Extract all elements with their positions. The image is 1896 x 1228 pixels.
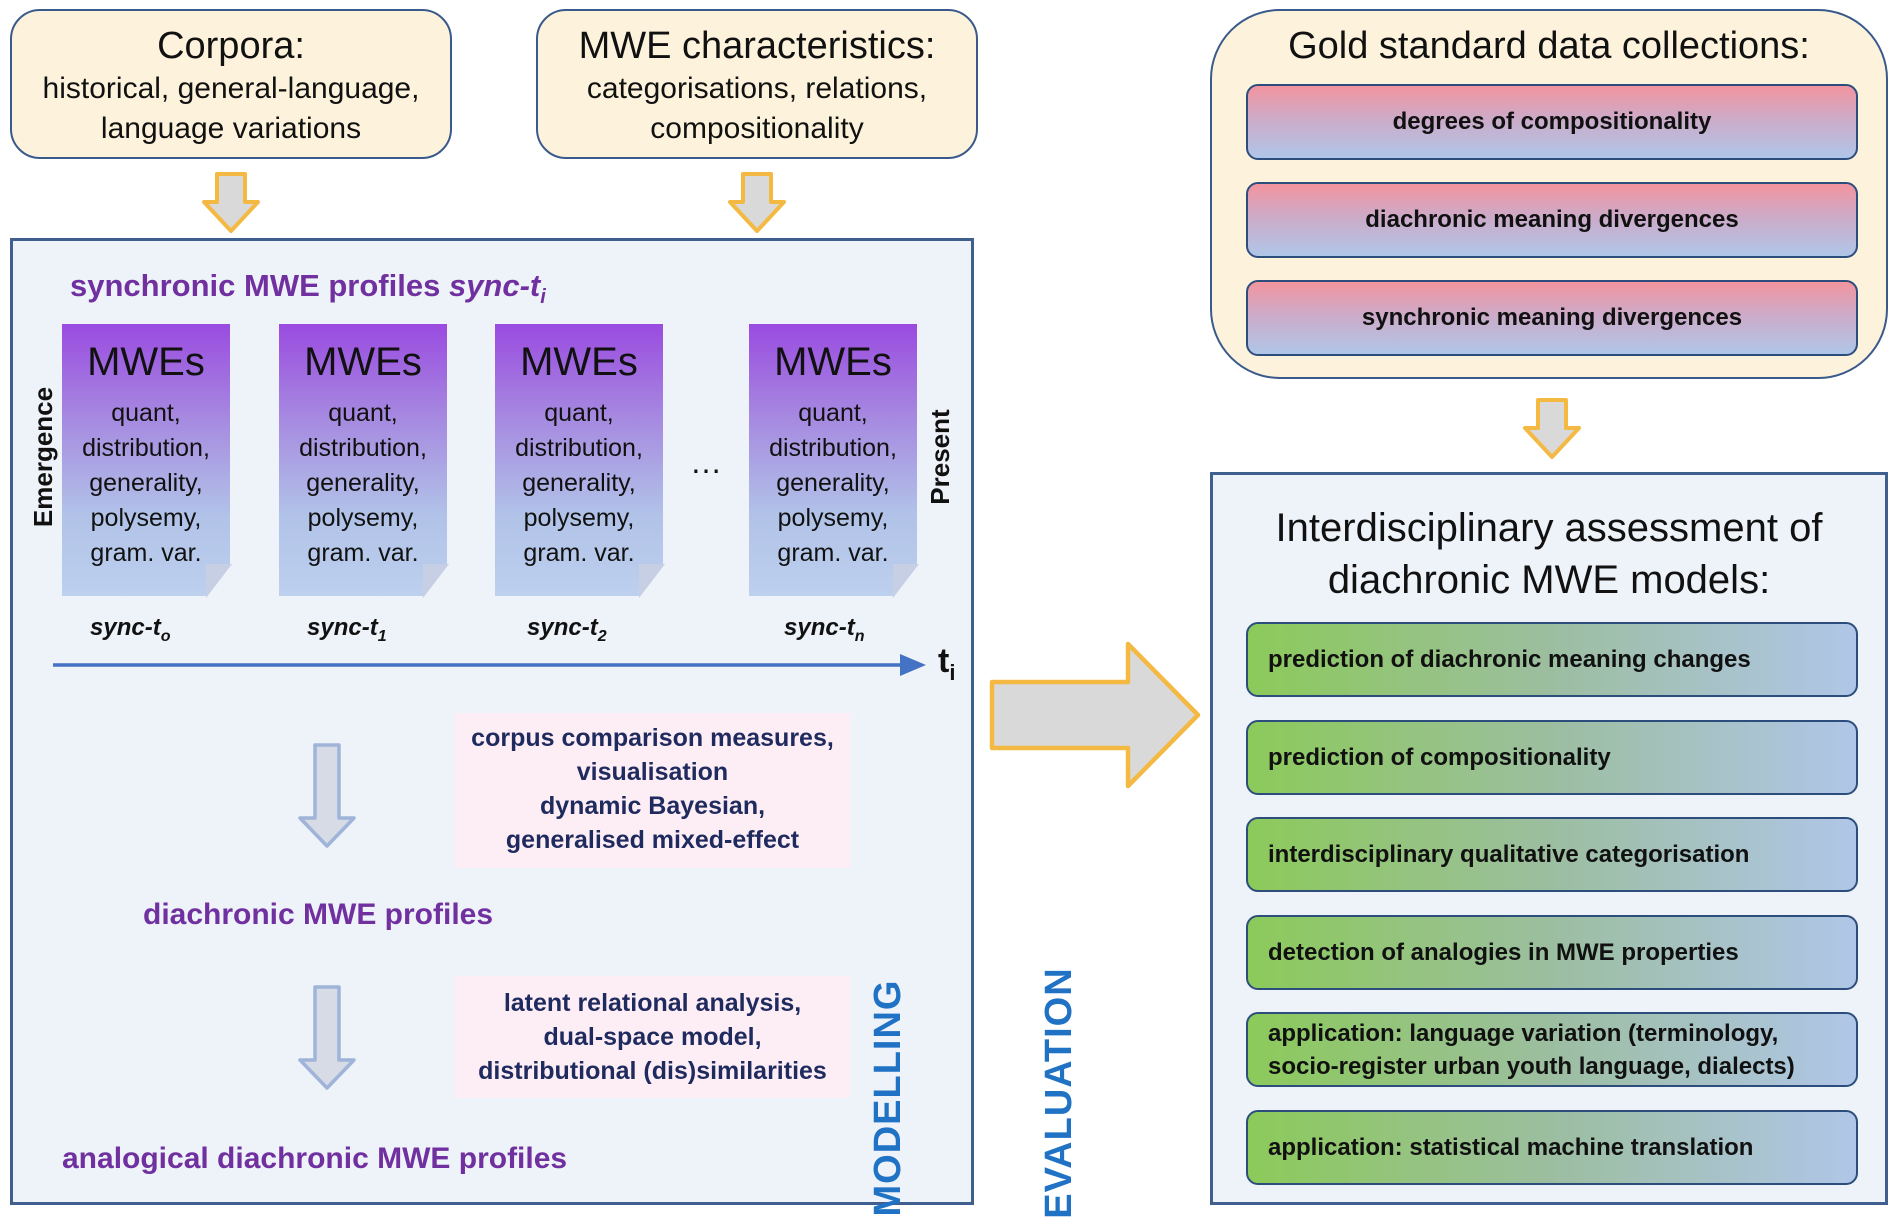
modelling-side-label: MODELLING <box>867 979 909 1217</box>
profile-line: generality, <box>89 469 203 497</box>
down-arrow-characteristics <box>728 172 786 233</box>
corpora-box: Corpora: historical, general-language, l… <box>10 9 452 159</box>
diachronic-profiles-label: diachronic MWE profiles <box>143 898 494 931</box>
evaluation-item-2: interdisciplinary qualitative categorisa… <box>1246 817 1858 892</box>
evaluation-side-label: EVALUATION <box>1038 967 1080 1219</box>
profile-line: gram. var. <box>777 539 889 567</box>
profile-page-3: MWEs quant, distribution, generality, po… <box>749 324 919 598</box>
page-fold <box>639 564 665 598</box>
time-axis <box>53 654 926 676</box>
gold-item-0: degrees of compositionality <box>1246 84 1858 160</box>
method-line: dynamic Bayesian, <box>539 792 766 820</box>
profile-line: polysemy, <box>90 504 202 532</box>
corpora-title: Corpora: <box>157 25 305 67</box>
profile-line: distribution, <box>82 434 210 462</box>
evaluation-title-line1: Interdisciplinary assessment of <box>1275 506 1823 550</box>
profile-line: polysemy, <box>307 504 419 532</box>
profile-title: MWEs <box>87 340 205 384</box>
profile-line: gram. var. <box>523 539 635 567</box>
emergence-label: Emergence <box>28 386 58 528</box>
down-arrow-modelling-2 <box>298 985 356 1090</box>
profile-line: polysemy, <box>523 504 635 532</box>
method-line: corpus comparison measures, <box>471 724 834 752</box>
page-fold <box>423 564 449 598</box>
profile-line: distribution, <box>769 434 897 462</box>
method-line: visualisation <box>576 758 729 786</box>
characteristics-line2: compositionality <box>650 112 864 145</box>
profile-line: polysemy, <box>777 504 889 532</box>
analogical-profiles-label: analogical diachronic MWE profiles <box>62 1142 568 1175</box>
profile-line: generality, <box>306 469 420 497</box>
sync-label-2: sync-t2 <box>527 614 607 645</box>
evaluation-title: Interdisciplinary assessment of diachron… <box>1210 502 1888 606</box>
sync-label-0: sync-to <box>90 614 171 645</box>
profile-line: distribution, <box>299 434 427 462</box>
profile-line: quant, <box>328 399 398 427</box>
down-arrow-gold <box>1523 398 1581 459</box>
gold-item-2: synchronic meaning divergences <box>1246 280 1858 356</box>
method-line: dual-space model, <box>543 1023 762 1051</box>
corpora-line2: language variations <box>100 112 362 145</box>
sync-label-1: sync-t1 <box>307 614 387 645</box>
corpora-line1: historical, general-language, <box>42 72 420 105</box>
evaluation-item-5: application: statistical machine transla… <box>1246 1110 1858 1185</box>
profile-line: quant, <box>798 399 868 427</box>
synchronic-heading: synchronic MWE profiles sync-ti <box>70 268 546 309</box>
characteristics-box: MWE characteristics: categorisations, re… <box>536 9 978 159</box>
profile-line: gram. var. <box>307 539 419 567</box>
synchronic-heading-sync: sync-t <box>448 268 541 303</box>
characteristics-line1: categorisations, relations, <box>586 72 928 105</box>
gold-item-1: diachronic meaning divergences <box>1246 182 1858 258</box>
big-right-arrow <box>989 641 1201 789</box>
profile-line: gram. var. <box>90 539 202 567</box>
profile-page-0: MWEs quant, distribution, generality, po… <box>62 324 232 598</box>
characteristics-title: MWE characteristics: <box>578 25 936 67</box>
page-fold <box>206 564 232 598</box>
profile-title: MWEs <box>520 340 638 384</box>
synchronic-heading-main: synchronic MWE profiles <box>70 268 449 303</box>
method-line: generalised mixed-effect <box>505 826 800 854</box>
profile-title: MWEs <box>304 340 422 384</box>
profile-page-1: MWEs quant, distribution, generality, po… <box>279 324 449 598</box>
gold-title: Gold standard data collections: <box>1288 25 1810 67</box>
profile-line: quant, <box>544 399 614 427</box>
profile-line: quant, <box>111 399 181 427</box>
profile-line: generality, <box>522 469 636 497</box>
synchronic-heading-sub: i <box>540 286 546 309</box>
methods-box-1: corpus comparison measures, visualisatio… <box>455 713 850 868</box>
evaluation-item-0: prediction of diachronic meaning changes <box>1246 622 1858 697</box>
present-label: Present <box>925 409 955 505</box>
sync-label-3: sync-tn <box>784 614 865 645</box>
evaluation-item-4: application: language variation (termino… <box>1246 1012 1858 1087</box>
ellipsis: … <box>690 444 722 480</box>
evaluation-item-3: detection of analogies in MWE properties <box>1246 915 1858 990</box>
evaluation-item-1: prediction of compositionality <box>1246 720 1858 795</box>
evaluation-title-line2: diachronic MWE models: <box>1327 558 1771 602</box>
axis-label: ti <box>938 642 956 685</box>
page-fold <box>893 564 919 598</box>
profile-line: generality, <box>776 469 890 497</box>
method-line: latent relational analysis, <box>503 989 802 1017</box>
profile-title: MWEs <box>774 340 892 384</box>
profile-page-2: MWEs quant, distribution, generality, po… <box>495 324 665 598</box>
method-line: distributional (dis)similarities <box>478 1057 827 1085</box>
down-arrow-modelling-1 <box>298 743 356 848</box>
methods-box-2: latent relational analysis, dual-space m… <box>455 976 850 1098</box>
down-arrow-corpora <box>202 172 260 233</box>
profile-line: distribution, <box>515 434 643 462</box>
